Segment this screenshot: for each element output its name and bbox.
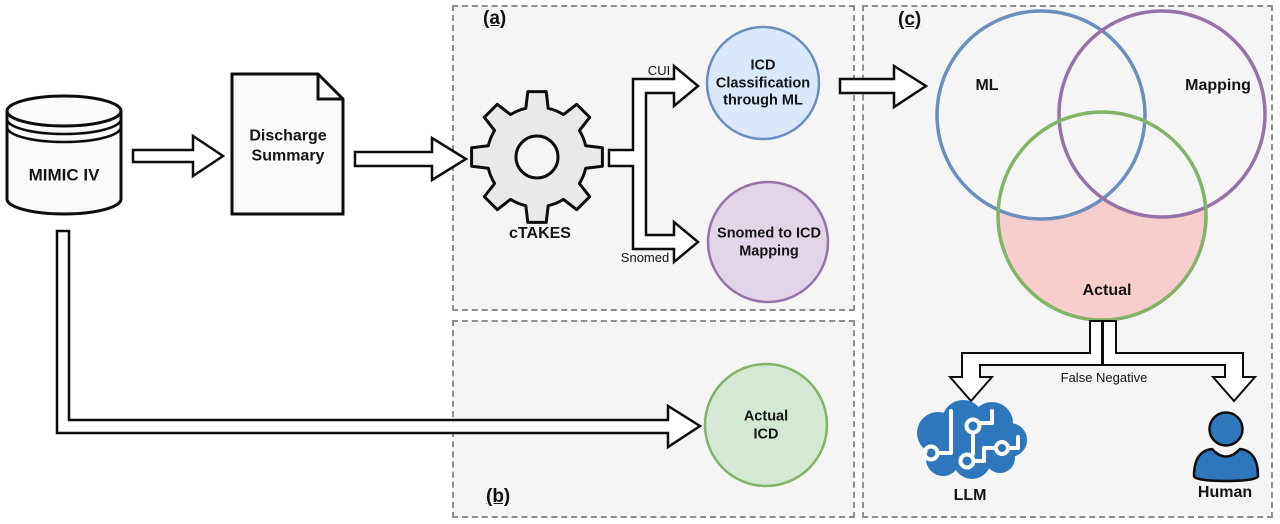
panel-b-label: (b) — [486, 486, 511, 507]
venn-mapping-label: Mapping — [1185, 77, 1251, 95]
arrow-false-negative-right — [1102, 320, 1258, 403]
icd-ml-node — [705, 25, 821, 141]
discharge-label: Discharge Summary — [249, 127, 327, 164]
mimic-label: MIMIC IV — [28, 165, 100, 185]
actual-icd-node — [703, 362, 829, 488]
document-icon — [230, 72, 345, 216]
ctakes-gear-icon — [470, 90, 604, 224]
actual-icd-label: Actual ICD — [743, 408, 789, 442]
arrow-mimic-to-discharge — [131, 133, 226, 179]
arrow-mimic-to-actual — [55, 229, 703, 450]
venn-mapping-circle — [1057, 9, 1267, 219]
snomed-branch-label: Snomed — [620, 250, 670, 266]
ctakes-label: cTAKES — [509, 225, 571, 243]
llm-label: LLM — [953, 487, 987, 505]
cui-branch-label: CUI — [647, 63, 671, 79]
snomed-mapping-node — [706, 180, 830, 304]
venn-diagram — [935, 9, 1267, 322]
false-negative-label: False Negative — [1060, 370, 1148, 386]
venn-actual-label: Actual — [1082, 282, 1132, 300]
panel-a-label: (a) — [483, 8, 507, 29]
venn-ml-label: ML — [975, 77, 999, 95]
venn-ml-circle — [935, 9, 1147, 221]
panel-c-label: (c) — [898, 9, 922, 30]
human-label: Human — [1197, 484, 1253, 502]
database-cylinder-icon — [5, 94, 123, 216]
human-person-icon — [1192, 411, 1260, 483]
arrow-ml-to-venn — [838, 63, 929, 110]
icd-ml-label: ICD Classification through ML — [715, 57, 811, 109]
arrow-discharge-to-ctakes — [353, 135, 469, 183]
arrow-ctakes-split — [607, 63, 700, 265]
llm-brain-icon — [917, 400, 1027, 479]
snomed-mapping-label: Snomed to ICD Mapping — [717, 225, 821, 259]
arrow-false-negative-left — [947, 320, 1103, 403]
